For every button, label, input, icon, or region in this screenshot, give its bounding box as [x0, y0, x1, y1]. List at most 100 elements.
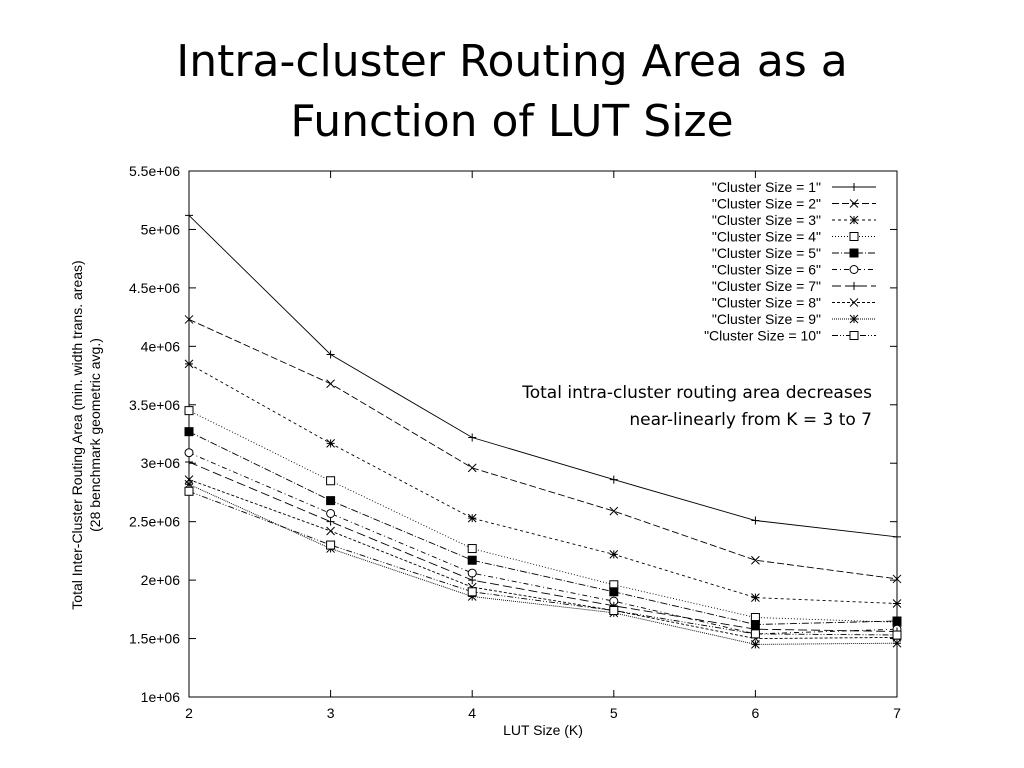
data-point — [892, 638, 902, 648]
data-point — [184, 448, 194, 458]
legend-marker — [849, 248, 859, 258]
legend-label: "Cluster Size = 4" — [712, 229, 821, 245]
series-1 — [185, 211, 901, 541]
data-point — [326, 350, 335, 359]
data-point — [468, 576, 477, 585]
data-point — [326, 540, 336, 550]
data-point — [184, 406, 194, 416]
series-line — [188, 483, 898, 645]
series-7 — [185, 458, 901, 636]
y-axis-label-line1: Total Inter-Cluster Routing Area (min. w… — [69, 260, 85, 609]
y-tick-label: 2e+06 — [141, 572, 181, 588]
legend-entry: "Cluster Size = 1" — [712, 179, 876, 195]
legend-entry: "Cluster Size = 3" — [712, 212, 876, 228]
data-point — [467, 592, 477, 601]
series-layer — [184, 211, 902, 649]
data-point — [467, 587, 477, 597]
series-line — [188, 452, 898, 635]
legend-marker — [850, 183, 858, 191]
data-point — [326, 438, 335, 448]
series-line — [188, 461, 898, 632]
y-tick-label: 5.5e+06 — [129, 163, 180, 179]
legend-marker — [849, 298, 859, 307]
legend-marker — [849, 232, 859, 241]
data-point — [467, 463, 477, 473]
legend-entry: "Cluster Size = 2" — [712, 196, 876, 212]
data-point — [467, 513, 477, 523]
legend-entry: "Cluster Size = 7" — [712, 278, 876, 294]
data-point — [892, 574, 902, 584]
legend-entry: "Cluster Size = 10" — [704, 328, 876, 344]
legend-marker — [849, 215, 859, 225]
data-point — [185, 211, 193, 220]
legend-label: "Cluster Size = 7" — [712, 278, 821, 294]
data-point — [326, 379, 335, 389]
data-point — [185, 458, 193, 467]
data-point — [751, 593, 760, 602]
legend-label: "Cluster Size = 5" — [712, 245, 821, 261]
data-point — [609, 506, 619, 516]
series-2 — [184, 315, 902, 584]
legend-label: "Cluster Size = 2" — [712, 196, 821, 212]
data-point — [892, 616, 902, 626]
series-line — [188, 318, 898, 580]
y-tick-label: 5e+06 — [141, 221, 181, 237]
legend-entry: "Cluster Size = 6" — [712, 262, 876, 278]
data-point — [184, 486, 194, 496]
data-point — [467, 568, 477, 578]
legend-marker — [849, 199, 859, 208]
data-point — [326, 526, 335, 536]
data-point — [609, 606, 619, 616]
x-tick-label: 4 — [468, 705, 476, 721]
y-axis-label-line2: (28 benchmark geometric avg.) — [87, 338, 103, 532]
data-point — [751, 555, 760, 565]
data-point — [751, 516, 760, 525]
series-6 — [184, 448, 902, 639]
legend-marker — [850, 282, 858, 290]
y-tick-label: 3e+06 — [141, 455, 181, 471]
legend-label: "Cluster Size = 6" — [712, 262, 821, 278]
legend-marker — [849, 265, 859, 274]
y-tick-label: 4.5e+06 — [129, 280, 180, 296]
data-point — [468, 433, 477, 442]
series-3 — [184, 359, 902, 608]
x-tick-label: 6 — [752, 705, 760, 721]
data-point — [184, 427, 194, 437]
legend-entry: "Cluster Size = 5" — [712, 245, 876, 261]
series-line — [188, 490, 898, 636]
legend-entry: "Cluster Size = 4" — [712, 229, 876, 245]
legend-label: "Cluster Size = 3" — [712, 212, 821, 228]
series-line — [188, 410, 898, 623]
x-tick-label: 7 — [893, 705, 901, 721]
data-point — [184, 479, 194, 489]
series-5 — [184, 427, 902, 630]
x-axis-label: LUT Size (K) — [503, 722, 583, 738]
data-point — [609, 587, 619, 597]
data-point — [326, 496, 336, 506]
series-line — [188, 431, 898, 625]
y-tick-label: 3.5e+06 — [129, 397, 180, 413]
series-10 — [184, 486, 902, 640]
y-tick-label: 1e+06 — [141, 689, 181, 705]
y-tick-label: 2.5e+06 — [129, 514, 180, 530]
annotation-line1: Total intra-cluster routing area decreas… — [522, 383, 872, 403]
data-point — [750, 629, 760, 639]
legend-marker — [849, 314, 859, 324]
data-point — [751, 640, 760, 649]
legend-entry: "Cluster Size = 8" — [712, 295, 876, 311]
data-point — [609, 475, 618, 484]
series-8 — [184, 475, 902, 643]
data-point — [467, 544, 477, 554]
y-tick-label: 4e+06 — [141, 338, 181, 354]
data-point — [892, 599, 902, 608]
series-line — [188, 479, 898, 640]
legend-label: "Cluster Size = 10" — [704, 328, 821, 344]
y-tick-label: 1.5e+06 — [129, 631, 180, 647]
legend-label: "Cluster Size = 9" — [712, 311, 821, 327]
axes: 1e+06 1.5e+06 2e+06 2.5e+06 3e+06 3.5e+06 4e+0… — [129, 163, 901, 721]
legend-label: "Cluster Size = 1" — [712, 179, 821, 195]
data-point — [609, 550, 619, 559]
data-point — [184, 359, 194, 369]
data-point — [184, 315, 194, 324]
